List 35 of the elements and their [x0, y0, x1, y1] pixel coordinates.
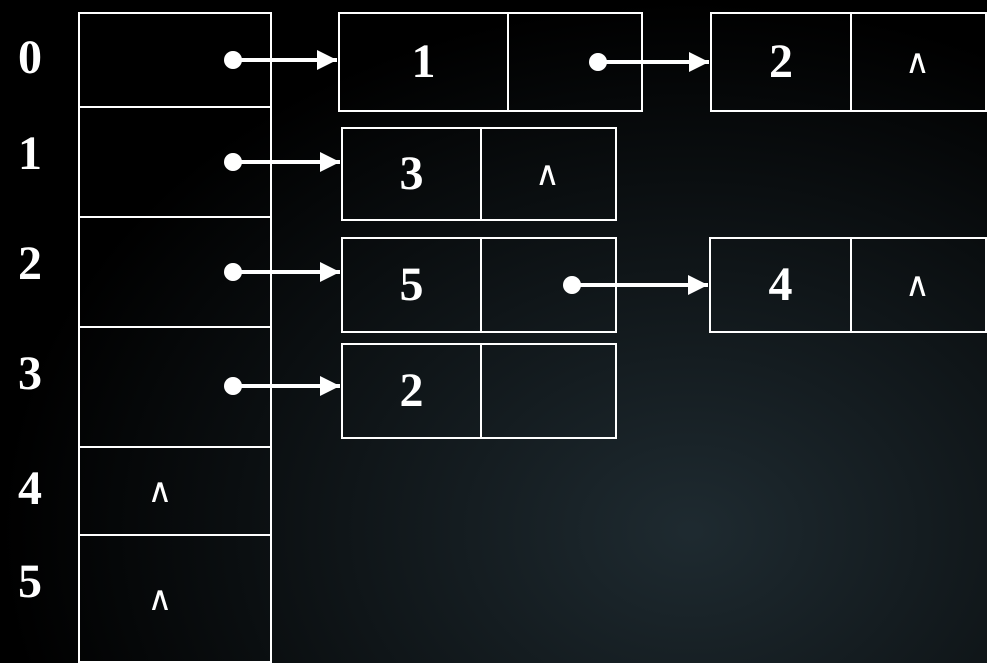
row-index: 3 — [18, 350, 42, 398]
data-value: 5 — [400, 261, 424, 309]
data-value: 1 — [412, 38, 436, 86]
pointer-arrow — [224, 376, 340, 396]
list-node — [338, 12, 643, 112]
array-cell — [78, 106, 272, 218]
array-cell — [78, 12, 272, 108]
list-node — [341, 237, 617, 333]
null-pointer: ∧ — [535, 157, 560, 191]
null-pointer: ∧ — [905, 268, 930, 302]
array-cell — [78, 446, 272, 536]
list-node — [341, 343, 617, 439]
pointer-arrow — [224, 50, 337, 70]
null-pointer: ∧ — [148, 474, 172, 508]
list-node — [341, 127, 617, 221]
null-pointer: ∧ — [905, 45, 930, 79]
pointer-arrow — [589, 52, 709, 72]
row-index: 0 — [18, 34, 42, 82]
data-value: 4 — [768, 261, 792, 309]
row-index: 5 — [18, 558, 42, 606]
data-value: 2 — [400, 367, 424, 415]
array-cell — [78, 216, 272, 328]
array-cell — [78, 534, 272, 663]
row-index: 1 — [18, 130, 42, 178]
pointer-arrow — [563, 275, 708, 295]
pointer-arrow — [224, 152, 340, 172]
list-node — [710, 12, 987, 112]
data-value: 3 — [400, 150, 424, 198]
pointer-arrow — [224, 262, 340, 282]
row-index: 2 — [18, 240, 42, 288]
row-index: 4 — [18, 465, 42, 513]
data-value: 2 — [769, 38, 793, 86]
list-node — [709, 237, 987, 333]
null-pointer: ∧ — [148, 582, 172, 616]
array-cell — [78, 326, 272, 448]
